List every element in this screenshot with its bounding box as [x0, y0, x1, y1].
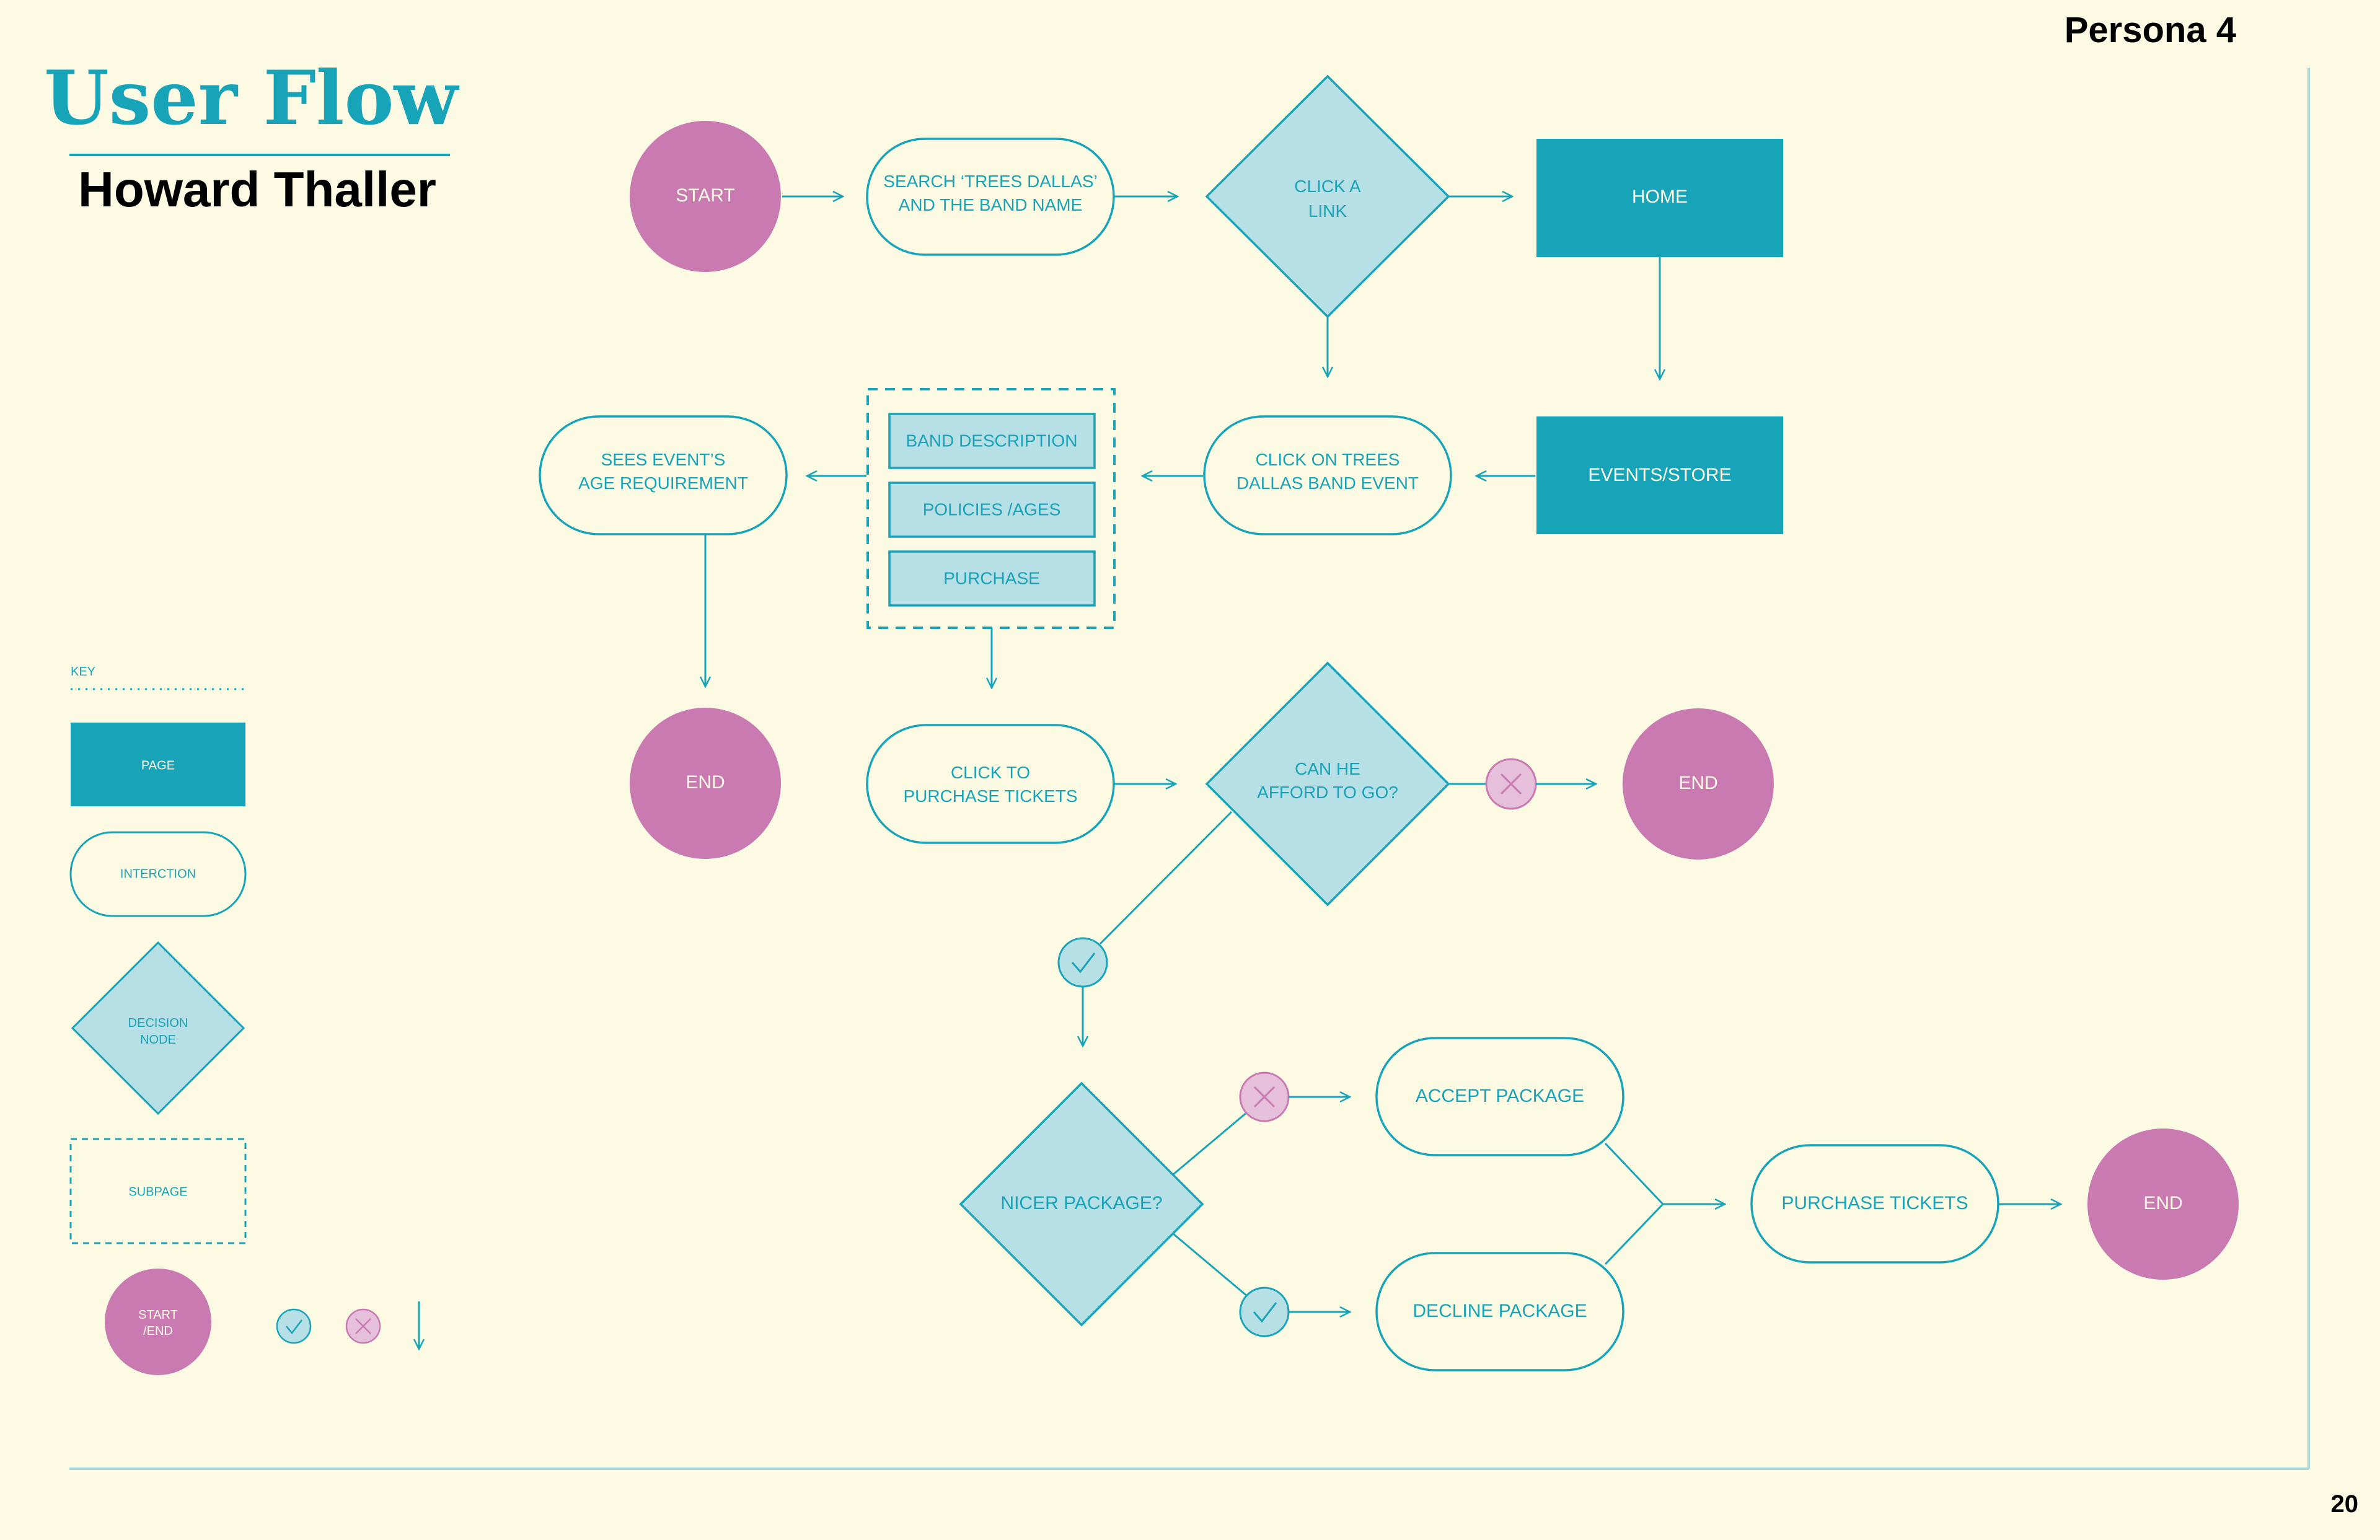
yes-check-icon-package: [1239, 1287, 1290, 1337]
line-afford-to-yes: [1099, 811, 1233, 945]
page-home-node: HOME: [1536, 139, 1783, 257]
subpage-policies: POLICIES /AGES: [888, 482, 1096, 538]
svg-text:START: START: [138, 1308, 178, 1322]
end-node-1: END: [630, 708, 781, 859]
svg-text:ACCEPT PACKAGE: ACCEPT PACKAGE: [1416, 1086, 1584, 1106]
svg-text:HOME: HOME: [1632, 187, 1688, 207]
decision-nicer-package-node: NICER PACKAGE?: [959, 1081, 1204, 1327]
svg-text:CLICK ON TREES: CLICK ON TREES: [1256, 450, 1400, 469]
svg-text:PURCHASE TICKETS: PURCHASE TICKETS: [903, 786, 1077, 806]
legend: KEY PAGE INTERCTION DECISION NODE SUBPAG…: [69, 665, 419, 1375]
legend-subpage: SUBPAGE: [69, 1138, 247, 1244]
svg-text:DALLAS BAND EVENT: DALLAS BAND EVENT: [1236, 473, 1419, 493]
svg-text:POLICIES /AGES: POLICIES /AGES: [923, 499, 1061, 519]
svg-text:SEES EVENT’S: SEES EVENT’S: [601, 450, 726, 469]
svg-text:SUBPAGE: SUBPAGE: [128, 1185, 187, 1199]
interaction-click-trees-node: CLICK ON TREES DALLAS BAND EVENT: [1203, 415, 1452, 535]
page-subtitle: Howard Thaller: [78, 162, 436, 217]
svg-text:AFFORD TO GO?: AFFORD TO GO?: [1257, 783, 1398, 802]
page-title: User Flow: [44, 55, 459, 142]
svg-text:CLICK A: CLICK A: [1294, 177, 1361, 196]
subpage-band-description: BAND DESCRIPTION: [888, 413, 1096, 469]
decision-click-link-node: CLICK A LINK: [1205, 74, 1450, 319]
svg-text:PURCHASE TICKETS: PURCHASE TICKETS: [1781, 1193, 1968, 1213]
svg-text:LINK: LINK: [1308, 201, 1347, 221]
svg-text:PURCHASE: PURCHASE: [943, 568, 1040, 587]
interaction-sees-event-node: SEES EVENT’S AGE REQUIREMENT: [539, 415, 788, 535]
decision-can-afford-node: CAN HE AFFORD TO GO?: [1205, 661, 1450, 907]
line-decline-merge: [1604, 1203, 1664, 1265]
svg-text:START: START: [676, 185, 735, 206]
svg-text:DECISION: DECISION: [128, 1016, 188, 1030]
no-x-icon: [1485, 758, 1537, 810]
legend-title: KEY: [71, 665, 95, 679]
svg-text:BAND DESCRIPTION: BAND DESCRIPTION: [906, 431, 1078, 450]
line-nicer-to-check: [1173, 1233, 1248, 1298]
page-number: 20: [2331, 1490, 2359, 1518]
legend-x-icon: [345, 1308, 381, 1344]
page-events-store-node: EVENTS/STORE: [1536, 416, 1783, 534]
start-node: START: [630, 121, 781, 272]
end-node-2: END: [1623, 708, 1774, 860]
svg-text:SEARCH ‘TREES DALLAS’: SEARCH ‘TREES DALLAS’: [883, 172, 1097, 191]
legend-start-end: START /END: [105, 1269, 211, 1375]
line-accept-merge: [1604, 1142, 1664, 1205]
interaction-accept-package-node: ACCEPT PACKAGE: [1375, 1037, 1624, 1156]
interaction-search-node: SEARCH ‘TREES DALLAS’ AND THE BAND NAME: [866, 138, 1115, 256]
svg-text:END: END: [2143, 1193, 2182, 1213]
svg-text:END: END: [685, 772, 725, 793]
svg-text:EVENTS/STORE: EVENTS/STORE: [1588, 465, 1731, 485]
legend-decision-node: DECISION NODE: [71, 941, 245, 1115]
svg-text:END: END: [1678, 773, 1717, 793]
svg-text:INTERCTION: INTERCTION: [120, 867, 196, 881]
legend-page: PAGE: [71, 723, 245, 806]
svg-text:NICER PACKAGE?: NICER PACKAGE?: [1000, 1193, 1162, 1213]
legend-interaction: INTERCTION: [69, 831, 247, 917]
svg-text:AND THE BAND NAME: AND THE BAND NAME: [899, 195, 1083, 214]
no-x-icon-package: [1239, 1071, 1290, 1122]
persona-label: Persona 4: [2065, 10, 2236, 50]
svg-text:CLICK TO: CLICK TO: [951, 763, 1030, 782]
svg-text:CAN HE: CAN HE: [1295, 759, 1360, 778]
svg-text:/END: /END: [143, 1324, 173, 1338]
interaction-decline-package-node: DECLINE PACKAGE: [1375, 1252, 1624, 1371]
line-nicer-to-x: [1173, 1111, 1248, 1176]
end-node-3: END: [2087, 1129, 2239, 1280]
svg-text:AGE REQUIREMENT: AGE REQUIREMENT: [578, 473, 748, 493]
yes-check-icon: [1057, 937, 1108, 988]
svg-text:PAGE: PAGE: [141, 759, 175, 772]
interaction-purchase-tickets-node: PURCHASE TICKETS: [1750, 1144, 1999, 1264]
subpage-group: BAND DESCRIPTION POLICIES /AGES PURCHASE: [866, 388, 1116, 629]
subpage-purchase: PURCHASE: [888, 550, 1096, 607]
interaction-click-purchase-node: CLICK TO PURCHASE TICKETS: [866, 724, 1115, 844]
legend-check-icon: [276, 1308, 312, 1344]
svg-text:DECLINE PACKAGE: DECLINE PACKAGE: [1413, 1301, 1587, 1321]
svg-text:NODE: NODE: [140, 1033, 176, 1047]
